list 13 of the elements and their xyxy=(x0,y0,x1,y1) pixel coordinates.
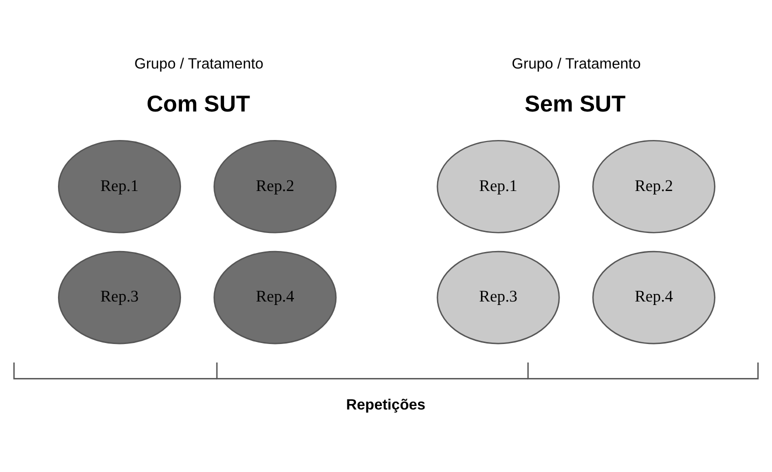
label: Grupo / Tratamento xyxy=(512,56,641,73)
label: Repetições xyxy=(346,398,426,414)
node-ellipse: Rep.3 xyxy=(58,250,182,344)
label: Grupo / Tratamento xyxy=(134,56,264,73)
label: Sem SUT xyxy=(524,90,626,117)
node-ellipse: Rep.4 xyxy=(214,250,337,344)
node-ellipse: Rep.2 xyxy=(214,140,337,234)
node-ellipse: Rep.4 xyxy=(592,250,716,344)
node-ellipse: Rep.3 xyxy=(436,250,560,344)
node-ellipse: Rep.2 xyxy=(592,140,716,234)
node-ellipse: Rep.1 xyxy=(436,140,560,234)
node-ellipse: Rep.1 xyxy=(58,140,182,234)
label: Com SUT xyxy=(146,90,250,117)
